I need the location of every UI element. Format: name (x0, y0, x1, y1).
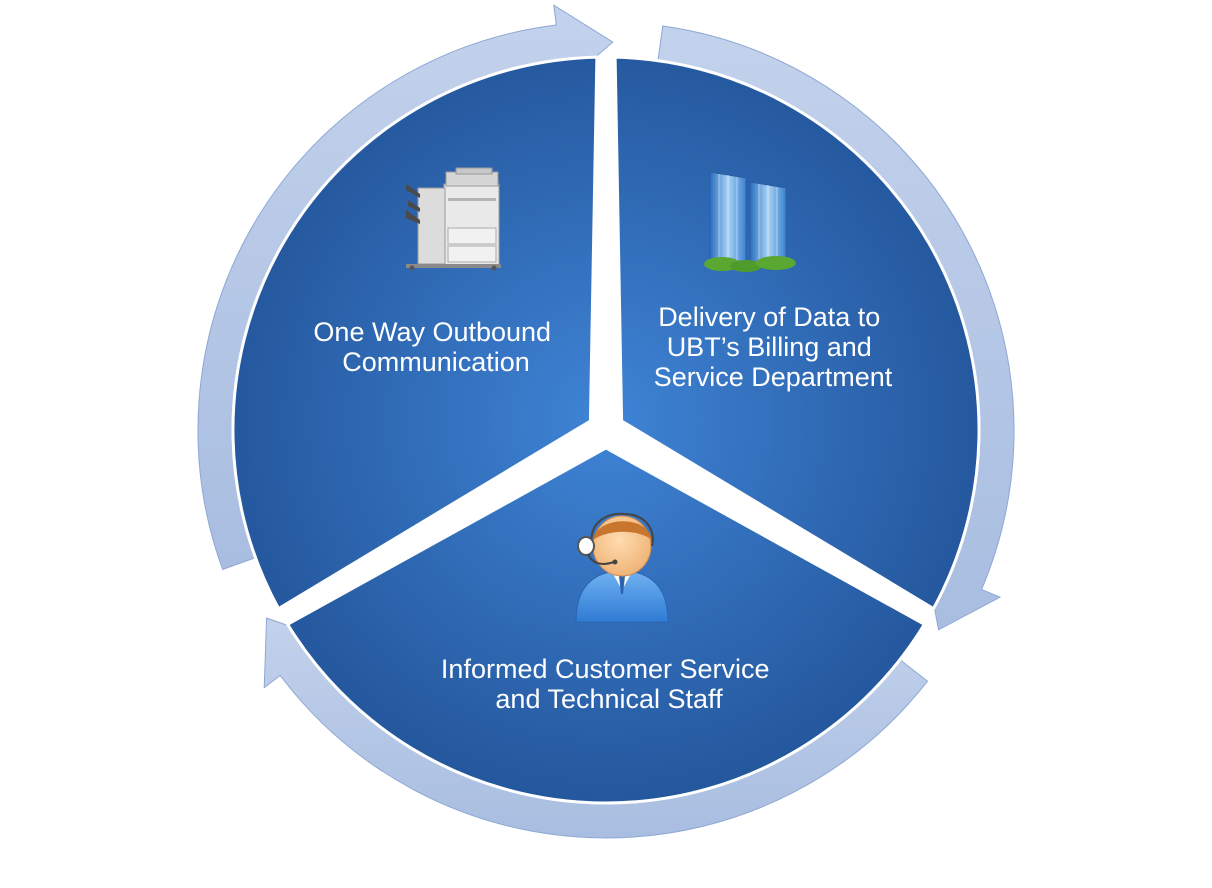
label-one-way-outbound: One Way Outbound Communication (313, 317, 558, 377)
segment-informed (285, 446, 927, 805)
support-agent-icon (575, 512, 669, 623)
segment-outbound (231, 55, 599, 611)
label-informed-staff: Informed Customer Service and Technical … (441, 654, 777, 714)
office-buildings-icon (704, 171, 796, 272)
printer-icon (406, 167, 501, 271)
label-delivery-of-data: Delivery of Data to UBT’s Billing and Se… (654, 302, 893, 392)
cycle-segments (231, 55, 981, 805)
segment-delivery (613, 55, 981, 611)
